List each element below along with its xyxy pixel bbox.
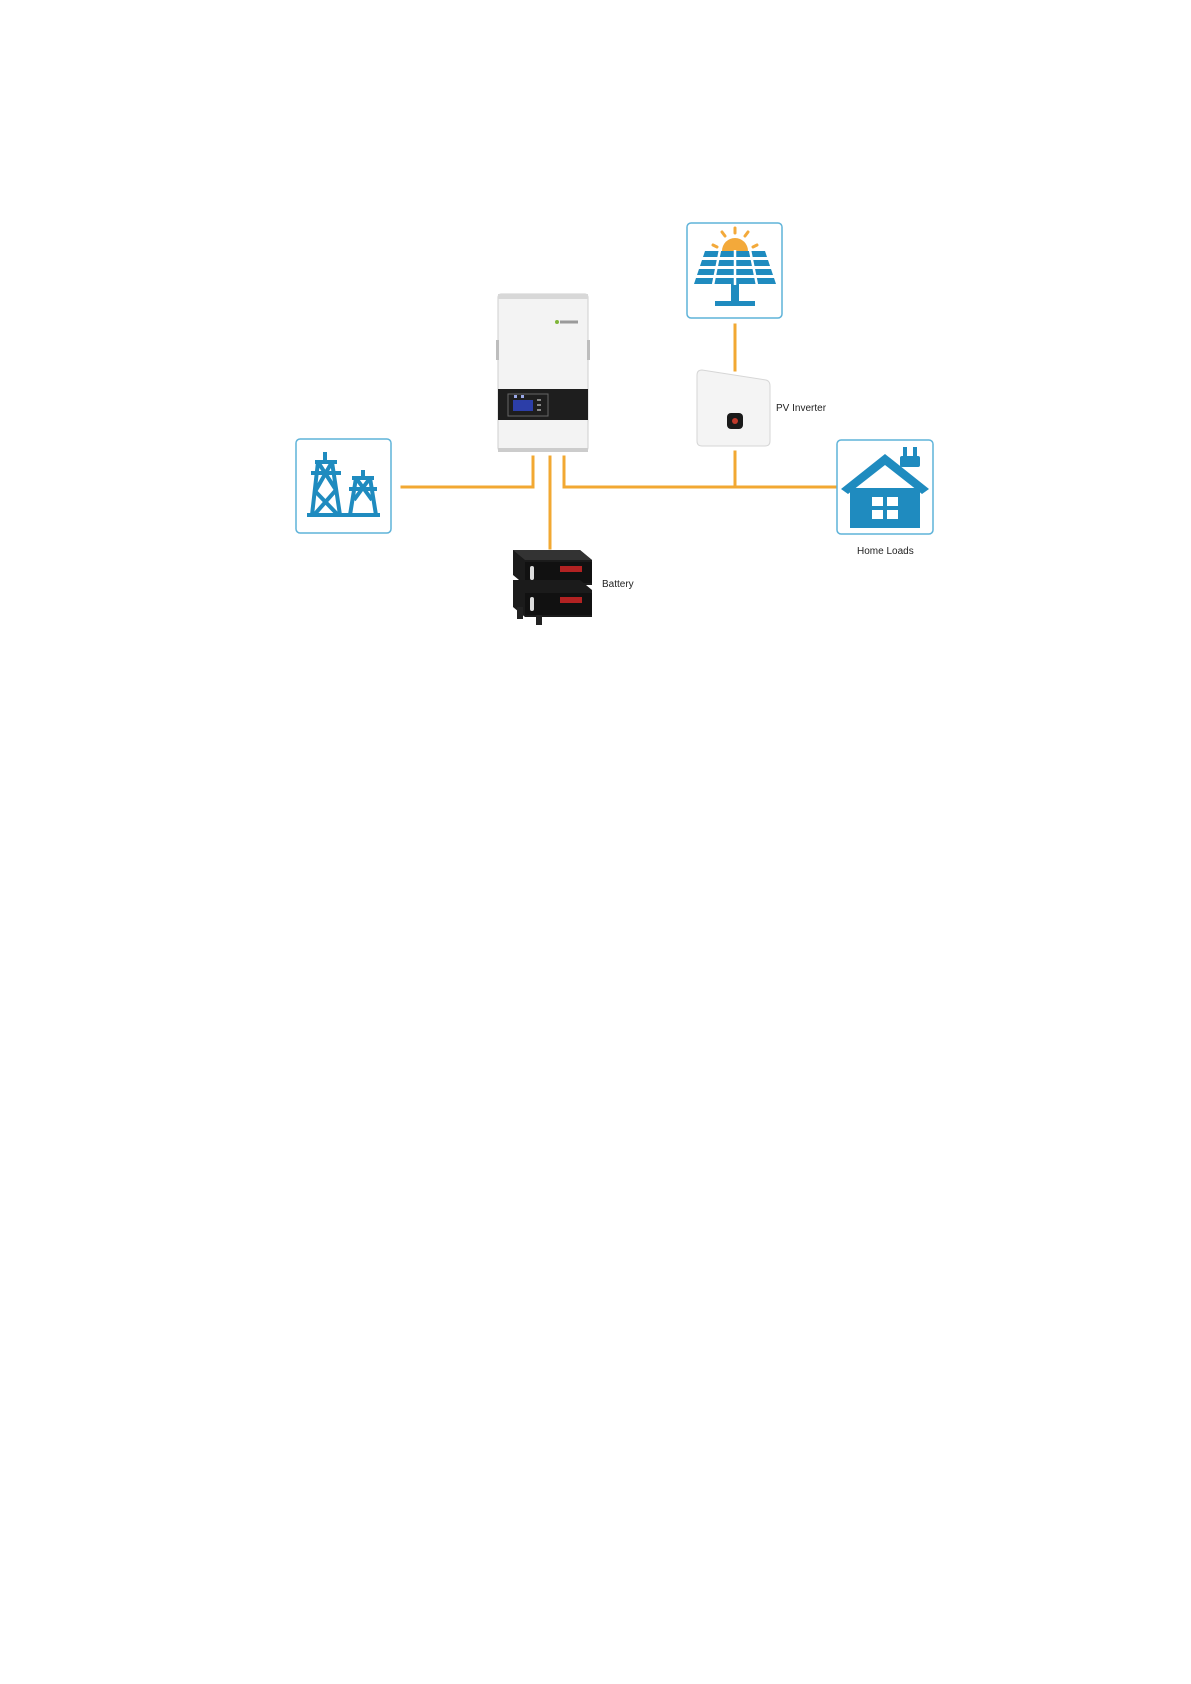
- power-grid-icon: [296, 439, 391, 533]
- hybrid-inverter-image: [496, 294, 590, 452]
- home-loads-label: Home Loads: [857, 546, 914, 557]
- battery-label: Battery: [602, 579, 634, 590]
- pv-inverter-label: PV Inverter: [776, 403, 826, 414]
- wire-grid: [402, 457, 533, 487]
- pv-inverter-image: [697, 370, 770, 446]
- solar-panel-icon: [687, 223, 782, 318]
- home-plug-icon: [837, 440, 933, 534]
- battery-image: [513, 550, 592, 625]
- wire-loads: [564, 457, 835, 487]
